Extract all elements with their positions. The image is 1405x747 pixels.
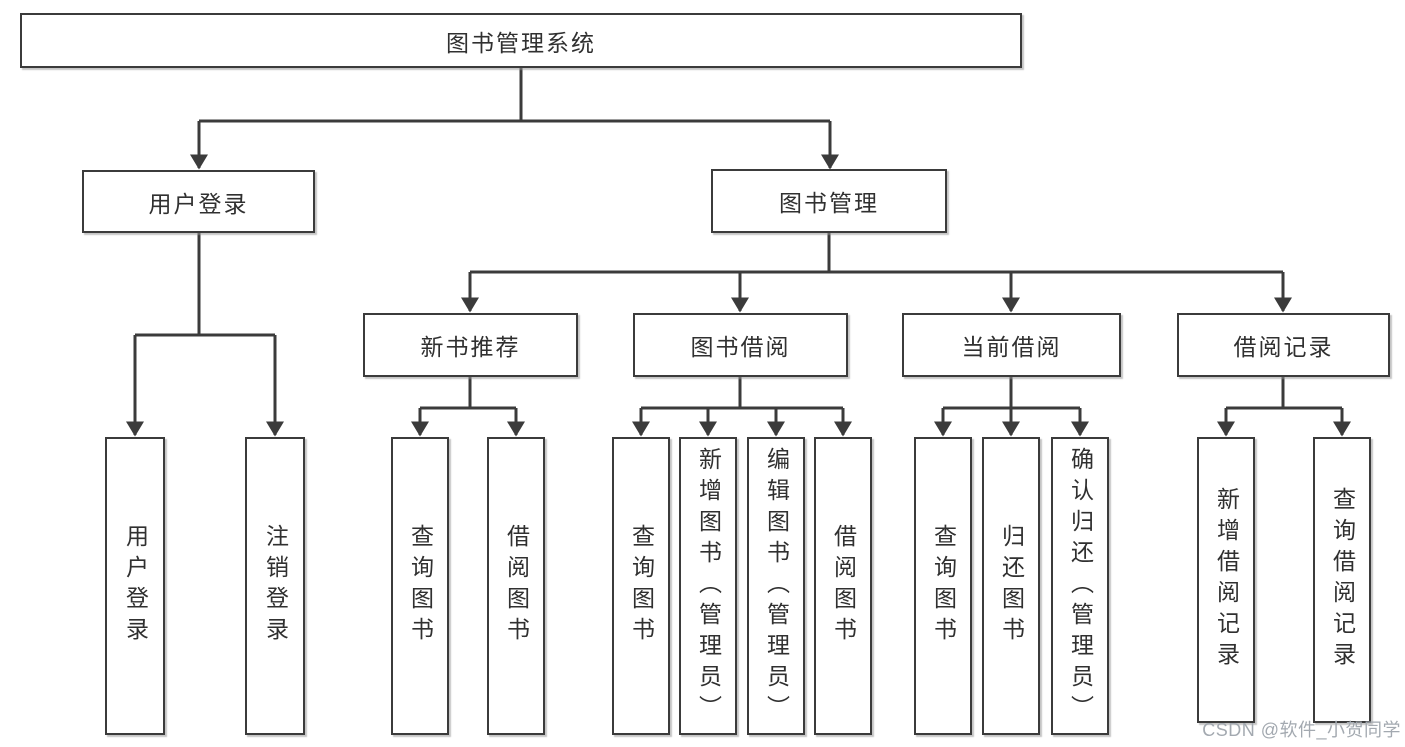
leaf-borrow-book-1: 借阅图书 bbox=[487, 437, 545, 735]
leaf-borrow-book-2: 借阅图书 bbox=[814, 437, 872, 735]
leaf-query-borrow-record: 查询借阅记录 bbox=[1313, 437, 1371, 723]
leaf-confirm-return-admin: 确认归还（管理员） bbox=[1051, 437, 1109, 735]
leaf-query-book-1: 查询图书 bbox=[391, 437, 449, 735]
node-book-management: 图书管理 bbox=[711, 169, 947, 233]
leaf-edit-book-admin: 编辑图书（管理员） bbox=[747, 437, 805, 735]
node-user-login: 用户登录 bbox=[82, 170, 315, 233]
leaf-query-book-2: 查询图书 bbox=[612, 437, 670, 735]
leaf-logout: 注销登录 bbox=[245, 437, 305, 735]
leaf-query-book-3: 查询图书 bbox=[914, 437, 972, 735]
node-book-borrow: 图书借阅 bbox=[633, 313, 848, 377]
node-new-book-recommend: 新书推荐 bbox=[363, 313, 578, 377]
leaf-user-login: 用户登录 bbox=[105, 437, 165, 735]
node-current-borrow: 当前借阅 bbox=[902, 313, 1121, 377]
leaf-add-book-admin: 新增图书（管理员） bbox=[679, 437, 737, 735]
leaf-add-borrow-record: 新增借阅记录 bbox=[1197, 437, 1255, 723]
watermark: CSDN @软件_小贺同学 bbox=[1202, 720, 1401, 740]
node-root-system: 图书管理系统 bbox=[20, 13, 1022, 68]
leaf-return-book: 归还图书 bbox=[982, 437, 1040, 735]
node-borrow-record: 借阅记录 bbox=[1177, 313, 1390, 377]
